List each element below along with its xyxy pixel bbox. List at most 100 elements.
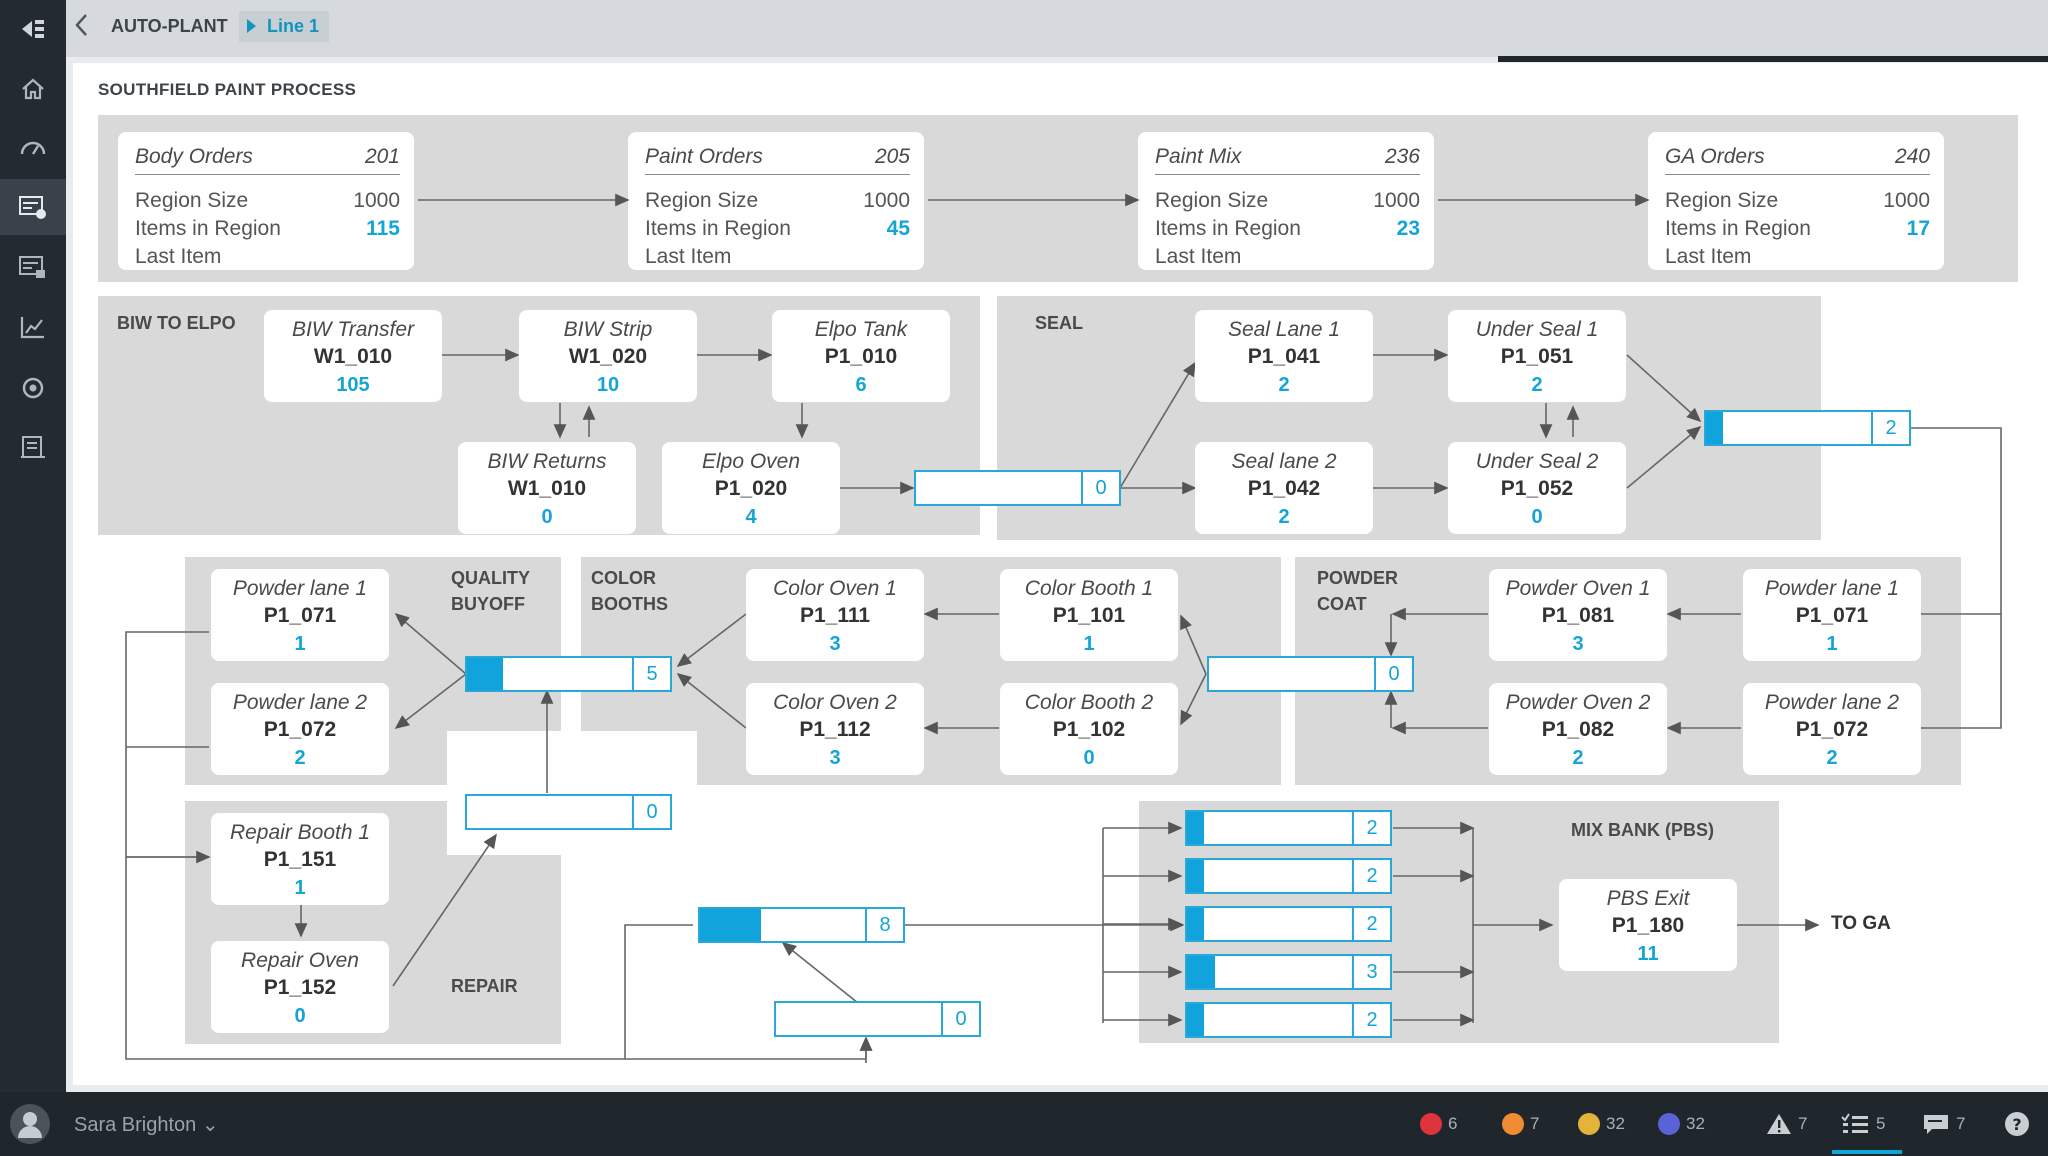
user-menu[interactable]: Sara Brighton ⌄: [74, 1112, 219, 1137]
station-card-biw-strip[interactable]: BIW Strip W1_020 10: [519, 310, 697, 402]
report-icon: [21, 436, 45, 458]
help-button[interactable]: ?: [2004, 1110, 2030, 1138]
station-card-qb-powder-lane-2[interactable]: Powder lane 2 P1_072 2: [211, 683, 389, 775]
buffer-mix-feed[interactable]: 0: [774, 1001, 981, 1037]
buffer-repair-out[interactable]: 0: [465, 794, 672, 830]
active-tab-indicator: [1832, 1150, 1902, 1154]
status-bar: Sara Brighton ⌄ 6 7 32 32 7 5 7 ?: [0, 1092, 2048, 1156]
station-count: 3: [829, 747, 841, 769]
buffer-count: 2: [1871, 412, 1909, 444]
station-card-color-oven-2[interactable]: Color Oven 2 P1_112 3: [746, 683, 924, 775]
station-card-pbs-exit[interactable]: PBS Exit P1_180 11: [1559, 879, 1737, 971]
station-card-qb-powder-lane-1[interactable]: Powder lane 1 P1_071 1: [211, 569, 389, 661]
station-card-biw-transfer[interactable]: BIW Transfer W1_010 105: [264, 310, 442, 402]
station-count: 1: [1826, 633, 1838, 655]
sidebar-item-reports[interactable]: [0, 419, 66, 475]
buffer-count: 0: [632, 796, 670, 828]
stat-critical-alarms[interactable]: 6: [1420, 1110, 1457, 1138]
station-card-pc-powder-lane-2[interactable]: Powder lane 2 P1_072 2: [1743, 683, 1921, 775]
breadcrumb-line-label: Line 1: [267, 16, 320, 36]
station-card-seal-lane-1[interactable]: Seal Lane 1 P1_041 2: [1195, 310, 1373, 402]
buffer-seal-out[interactable]: 2: [1704, 410, 1911, 446]
sidebar-item-assets[interactable]: [0, 239, 66, 295]
items-value: 17: [1906, 217, 1930, 240]
station-card-elpo-tank[interactable]: Elpo Tank P1_010 6: [772, 310, 950, 402]
sidebar-item-home[interactable]: [0, 61, 66, 117]
breadcrumb-app[interactable]: AUTO-PLANT: [111, 16, 228, 36]
app-menu-button[interactable]: [0, 0, 66, 57]
major-alarm-icon: [1502, 1113, 1524, 1135]
sidebar-item-dashboard[interactable]: [0, 119, 66, 175]
buffer-mix-lane[interactable]: 2: [1185, 906, 1392, 942]
buffer-count: 8: [865, 909, 903, 941]
buffer-quality[interactable]: 5: [465, 656, 672, 692]
stat-messages[interactable]: 7: [1922, 1110, 1965, 1138]
station-card-biw-returns[interactable]: BIW Returns W1_010 0: [458, 442, 636, 534]
buffer-powder-in[interactable]: 0: [1207, 656, 1414, 692]
station-card-elpo-oven[interactable]: Elpo Oven P1_020 4: [662, 442, 840, 534]
station-name: Under Seal 2: [1475, 450, 1599, 473]
station-id: P1_112: [799, 718, 871, 741]
station-name: Color Oven 1: [773, 577, 897, 600]
buffer-mix-lane[interactable]: 3: [1185, 954, 1392, 990]
chat-icon: [1924, 1115, 1948, 1134]
station-card-powder-oven-1[interactable]: Powder Oven 1 P1_081 3: [1489, 569, 1667, 661]
station-id: P1_072: [1795, 718, 1869, 741]
back-button[interactable]: [74, 12, 90, 45]
sidebar-item-monitoring[interactable]: [0, 359, 66, 415]
buffer-elpo-out[interactable]: 0: [914, 470, 1121, 506]
station-name: Repair Oven: [241, 949, 359, 972]
station-name: BIW Transfer: [291, 318, 415, 341]
section-label-mixbank: MIX BANK (PBS): [1571, 820, 1714, 840]
station-id: P1_042: [1247, 477, 1321, 500]
stat-major-alarms[interactable]: 7: [1502, 1110, 1539, 1138]
station-card-seal-lane-2[interactable]: Seal lane 2 P1_042 2: [1195, 442, 1373, 534]
buffer-mix-lane[interactable]: 2: [1185, 810, 1392, 846]
stat-warnings[interactable]: 7: [1766, 1110, 1807, 1138]
minor-alarm-icon: [1578, 1113, 1600, 1135]
station-id: P1_041: [1247, 345, 1321, 368]
buffer-fill: [1706, 412, 1723, 444]
station-card-powder-oven-2[interactable]: Powder Oven 2 P1_082 2: [1489, 683, 1667, 775]
seal-panel: SEAL: [997, 296, 1821, 540]
sidebar-item-process[interactable]: [0, 179, 66, 235]
station-name: Elpo Oven: [701, 450, 801, 473]
station-name: BIW Returns: [487, 450, 607, 473]
buffer-mix-lane[interactable]: 2: [1185, 1002, 1392, 1038]
info-alarm-icon: [1658, 1113, 1680, 1135]
station-card-repair-booth-1[interactable]: Repair Booth 1 P1_151 1: [211, 813, 389, 905]
station-id: W1_020: [568, 345, 648, 368]
station-count: 1: [294, 877, 306, 899]
page-title: SOUTHFIELD PAINT PROCESS: [98, 80, 357, 99]
user-avatar[interactable]: [10, 1104, 50, 1144]
station-id: W1_010: [507, 477, 587, 500]
stat-count: 7: [1956, 1114, 1966, 1133]
stat-tasks[interactable]: 5: [1840, 1110, 1885, 1138]
chevron-left-icon: [75, 14, 87, 36]
station-card-pc-powder-lane-1[interactable]: Powder lane 1 P1_071 1: [1743, 569, 1921, 661]
station-card-repair-oven[interactable]: Repair Oven P1_152 0: [211, 941, 389, 1033]
station-count: 2: [1278, 506, 1290, 528]
station-card-color-booth-2[interactable]: Color Booth 2 P1_102 0: [1000, 683, 1178, 775]
buffer-mix-main[interactable]: 8: [698, 907, 905, 943]
stat-count: 32: [1686, 1114, 1705, 1133]
station-card-under-seal-1[interactable]: Under Seal 1 P1_051 2: [1448, 310, 1626, 402]
station-card-color-oven-1[interactable]: Color Oven 1 P1_111 3: [746, 569, 924, 661]
sidebar: [0, 57, 66, 1092]
breadcrumb-line[interactable]: Line 1: [239, 11, 330, 42]
sidebar-item-analytics[interactable]: [0, 299, 66, 355]
stat-minor-alarms[interactable]: 32: [1578, 1110, 1625, 1138]
station-id: P1_111: [799, 604, 871, 627]
station-name: Seal Lane 1: [1227, 318, 1341, 341]
buffer-mix-lane[interactable]: 2: [1185, 858, 1392, 894]
station-card-under-seal-2[interactable]: Under Seal 2 P1_052 0: [1448, 442, 1626, 534]
last-item-row: Last Item: [135, 245, 400, 273]
stat-info-alarms[interactable]: 32: [1658, 1110, 1705, 1138]
station-card-color-booth-1[interactable]: Color Booth 1 P1_101 1: [1000, 569, 1178, 661]
